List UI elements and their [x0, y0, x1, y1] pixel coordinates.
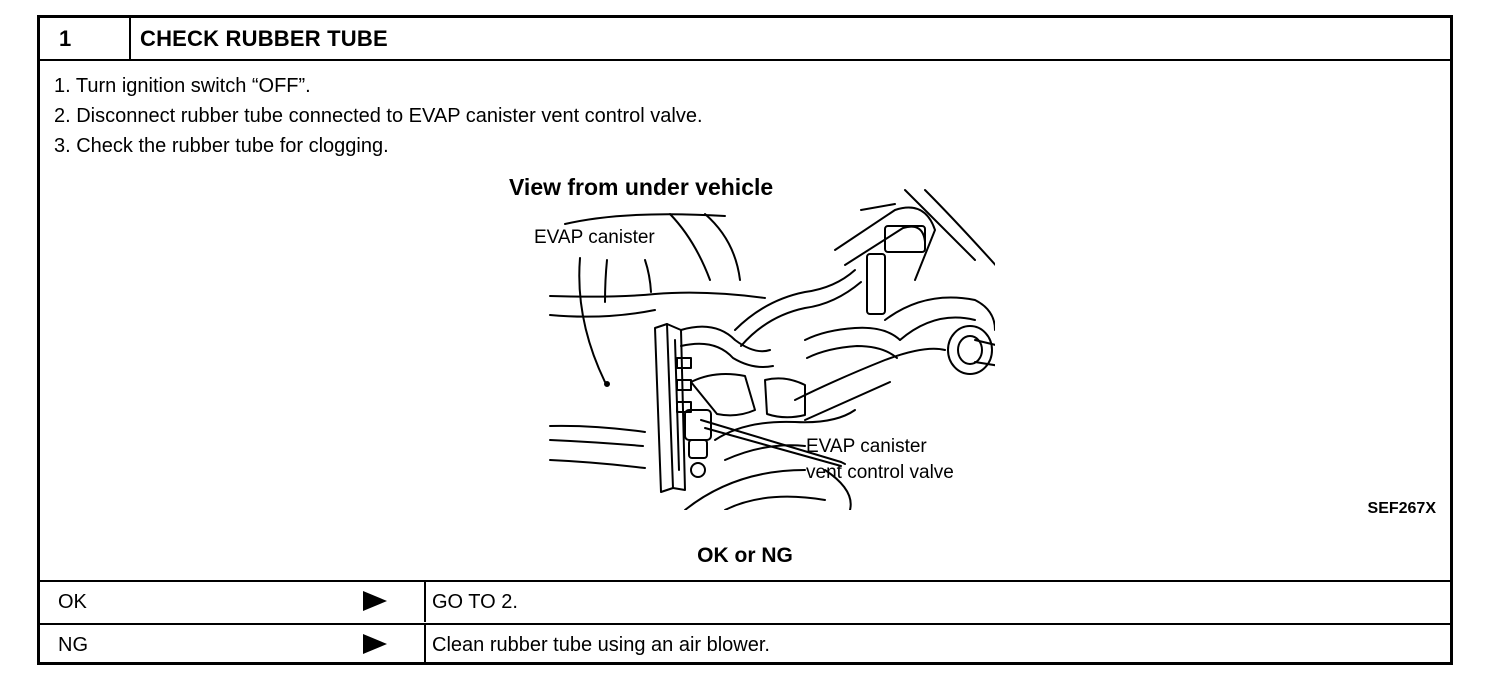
- evap-canister-illustration: View from under vehicle EVAP canister EV…: [505, 170, 995, 510]
- column-divider: [424, 623, 426, 665]
- result-label: OK: [58, 591, 87, 613]
- figure-code: SEF267X: [1367, 500, 1436, 517]
- column-divider: [424, 580, 426, 622]
- step-number: 1: [40, 18, 131, 59]
- right-arrow-icon: [363, 591, 387, 611]
- result-action: GO TO 2.: [432, 591, 518, 613]
- right-arrow-icon: [363, 634, 387, 654]
- under-vehicle-drawing: [549, 189, 995, 510]
- vent-control-valve-label-line2: vent control valve: [806, 462, 954, 483]
- view-from-under-vehicle-label: View from under vehicle: [509, 174, 774, 200]
- instruction-list: 1. Turn ignition switch “OFF”. 2. Discon…: [54, 71, 703, 161]
- result-row-ok: OK GO TO 2.: [40, 580, 1450, 622]
- diagnostic-procedure-sheet: 1 CHECK RUBBER TUBE 1. Turn ignition swi…: [37, 15, 1453, 665]
- instruction-item: 1. Turn ignition switch “OFF”.: [54, 75, 311, 97]
- vent-control-valve-label-line1: EVAP canister: [806, 436, 927, 457]
- procedure-title: CHECK RUBBER TUBE: [140, 26, 388, 51]
- evap-canister-label: EVAP canister: [534, 227, 655, 248]
- procedure-header: 1 CHECK RUBBER TUBE: [40, 18, 1450, 61]
- instruction-item: 2. Disconnect rubber tube connected to E…: [54, 105, 703, 127]
- result-action: Clean rubber tube using an air blower.: [432, 634, 770, 656]
- ok-or-ng-prompt: OK or NG: [697, 544, 793, 567]
- result-label: NG: [58, 634, 88, 656]
- result-row-ng: NG Clean rubber tube using an air blower…: [40, 623, 1450, 665]
- instruction-item: 3. Check the rubber tube for clogging.: [54, 135, 389, 157]
